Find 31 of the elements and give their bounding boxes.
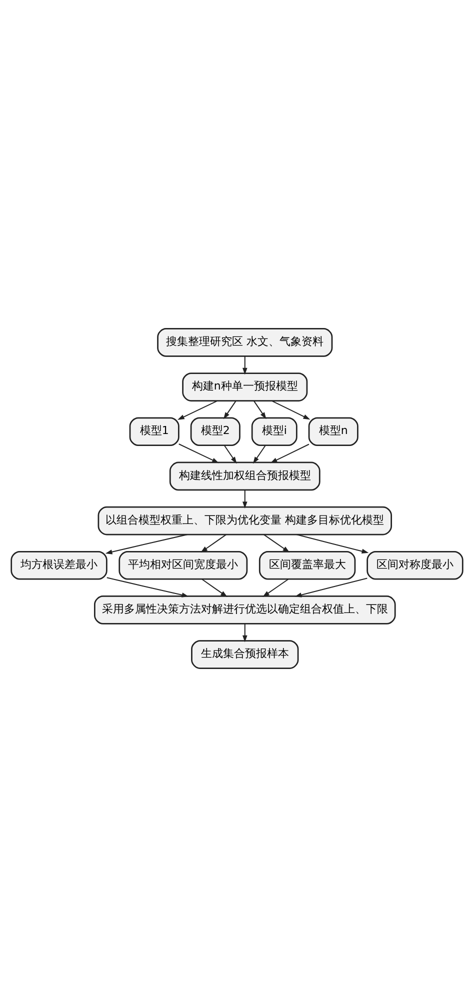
arrow xyxy=(178,400,218,420)
arrow xyxy=(262,578,289,598)
node-box: 模型2 xyxy=(190,417,240,446)
arrow xyxy=(242,356,248,375)
arrow xyxy=(242,624,248,642)
arrow xyxy=(264,534,290,552)
arrow xyxy=(294,578,368,598)
node-box: 生成集合预报样本 xyxy=(191,640,299,669)
arrow xyxy=(253,400,266,420)
arrow xyxy=(106,577,189,598)
node-box: 模型1 xyxy=(129,417,180,446)
node-box: 区间对称度最小 xyxy=(366,550,464,580)
node-box: 构建n种单一预报模型 xyxy=(182,372,308,402)
node-box: 模型i xyxy=(251,417,298,446)
node-box: 均方根误差最小 xyxy=(10,550,108,580)
node-box: 模型n xyxy=(308,417,358,446)
arrow xyxy=(224,445,237,464)
node-box: 平均相对区间宽度最小 xyxy=(118,550,248,580)
arrow xyxy=(252,445,266,464)
arrow xyxy=(200,534,226,552)
arrow xyxy=(105,534,188,554)
node-box: 采用多属性决策方法对解进行优选以确定组合权值上、下限 xyxy=(94,596,396,624)
node-box: 区间覆盖率最大 xyxy=(258,550,356,580)
node-box: 以组合模型权重上、下限为优化变量 构建多目标优化模型 xyxy=(98,506,392,536)
node-box: 搜集整理研究区 水文、气象资料 xyxy=(157,328,333,357)
arrow xyxy=(296,534,369,554)
arrow xyxy=(271,400,310,420)
arrow xyxy=(223,400,236,420)
arrow xyxy=(202,578,228,598)
node-box: 构建线性加权组合预报模型 xyxy=(169,462,320,491)
arrow xyxy=(242,490,248,509)
